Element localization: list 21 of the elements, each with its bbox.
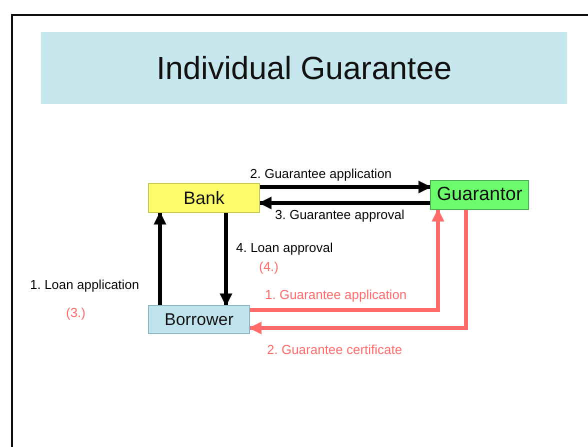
step-note: (4.) [259, 260, 278, 273]
edge-label: 1. Guarantee application [265, 288, 407, 301]
edge-label: 3. Guarantee approval [275, 208, 404, 221]
process-box [148, 183, 260, 213]
arrow [154, 212, 166, 305]
node-label: Guarantor [436, 184, 522, 206]
arrow [250, 208, 444, 312]
arrow [258, 196, 430, 210]
process-box [430, 180, 529, 210]
arrow [220, 213, 232, 306]
edge-label: 4. Loan approval [236, 241, 333, 254]
step-note: (3.) [66, 306, 86, 319]
edge-label: 2. Guarantee certificate [267, 343, 402, 356]
node-label: Borrower [164, 310, 234, 330]
process-box [148, 305, 250, 334]
edge-label: 2. Guarantee application [250, 167, 392, 180]
arrow [260, 180, 432, 194]
node-label: Bank [183, 188, 225, 208]
title: Individual Guarantee [156, 50, 452, 86]
edge-label: 1. Loan application [30, 278, 140, 291]
arrow [248, 210, 468, 334]
